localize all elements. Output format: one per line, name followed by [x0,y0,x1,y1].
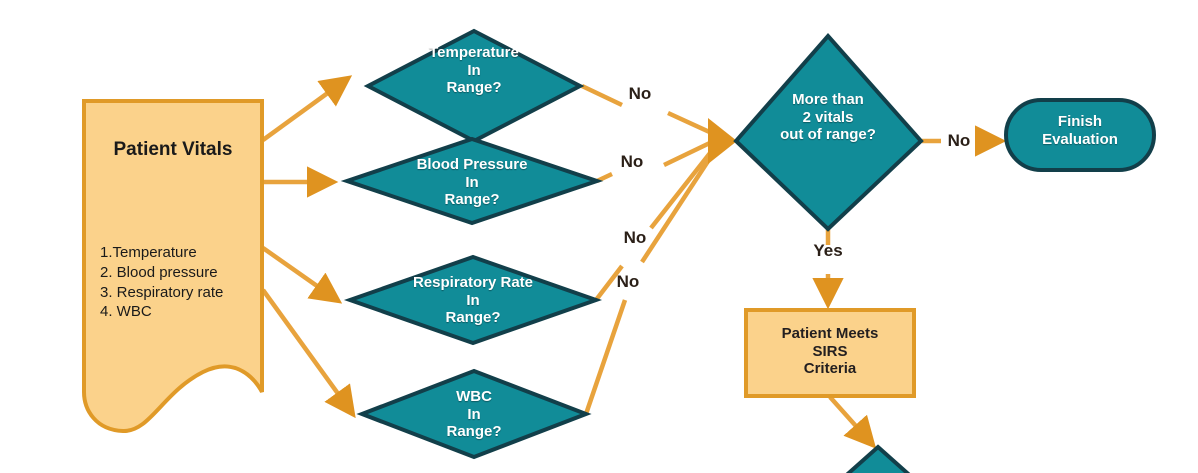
node-respiratory-rate-decision[interactable] [343,254,603,346]
edge-blood-pressure-no-b [663,137,717,168]
edge-convergence-arrowhead [708,118,737,164]
edge-respiratory-rate-no-b [649,146,716,230]
node-wbc-decision[interactable] [356,368,592,460]
node-temperature-decision[interactable] [363,28,585,144]
edge-temperature-no-a [581,83,623,108]
node-patient-vitals[interactable] [82,99,264,434]
edge-vitals-to-wbc [261,288,356,419]
edge-respiratory-rate-no-a [594,264,624,302]
node-finish-evaluation[interactable] [1004,98,1156,172]
edge-sirs-to-next [828,395,877,449]
edge-vitals-to-respiratory-rate [261,246,343,304]
edge-wbc-no-b [640,150,716,264]
edge-vitals-to-temperature [261,75,353,142]
node-sirs-criteria[interactable] [744,308,916,398]
node-next-decision-partial[interactable] [796,444,960,473]
edge-wbc-no-a [583,299,628,415]
node-more-than-two-vitals-decision[interactable] [733,32,924,232]
node-blood-pressure-decision[interactable] [340,136,604,226]
